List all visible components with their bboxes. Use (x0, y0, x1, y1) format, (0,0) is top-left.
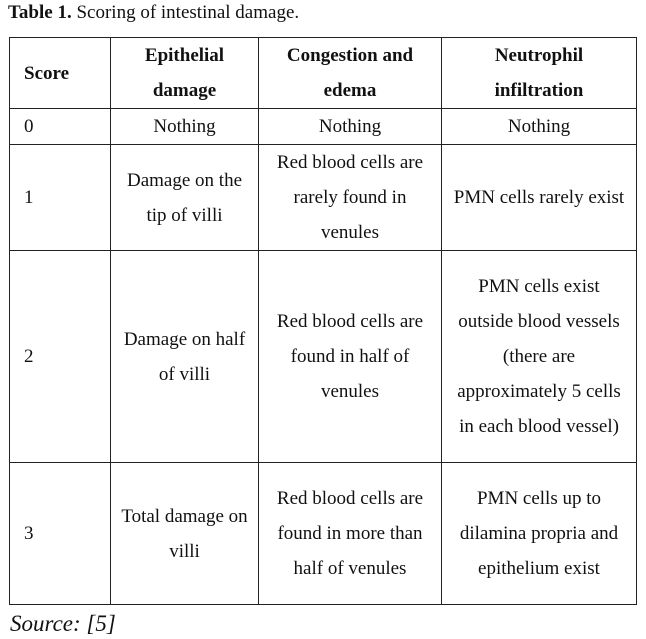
table-row: 0 Nothing Nothing Nothing (9, 108, 637, 145)
header-score: Score (9, 37, 111, 109)
scoring-table: Score Epithelial damage Congestion and e… (9, 37, 637, 605)
table-row: 3 Total damage on villi Red blood cells … (9, 462, 637, 605)
cell-epithelial-damage: Total damage on villi (110, 462, 259, 605)
table-caption-text: Scoring of intestinal damage. (76, 2, 300, 23)
table-row: 1 Damage on the tip of villi Red blood c… (9, 144, 637, 251)
table-row: 2 Damage on half of villi Red blood cell… (9, 250, 637, 463)
table-caption: Table 1. Scoring of intestinal damage. (8, 2, 299, 24)
table-caption-label: Table 1. (8, 2, 72, 23)
cell-neutrophil-infiltration: PMN cells exist outside blood vessels (t… (441, 250, 637, 463)
cell-score: 1 (9, 144, 111, 251)
cell-neutrophil-infiltration: Nothing (441, 108, 637, 145)
cell-epithelial-damage: Nothing (110, 108, 259, 145)
cell-congestion-edema: Nothing (258, 108, 442, 145)
cell-score: 0 (9, 108, 111, 145)
cell-epithelial-damage: Damage on the tip of villi (110, 144, 259, 251)
source-citation: Source: [5] (10, 611, 116, 636)
header-neutrophil-infiltration: Neutrophil infiltration (441, 37, 637, 109)
table-header-row: Score Epithelial damage Congestion and e… (9, 37, 637, 109)
cell-epithelial-damage: Damage on half of villi (110, 250, 259, 463)
header-congestion-edema: Congestion and edema (258, 37, 442, 109)
cell-score: 3 (9, 462, 111, 605)
cell-score: 2 (9, 250, 111, 463)
cell-neutrophil-infiltration: PMN cells rarely exist (441, 144, 637, 251)
cell-congestion-edema: Red blood cells are found in more than h… (258, 462, 442, 605)
cell-neutrophil-infiltration: PMN cells up to dilamina propria and epi… (441, 462, 637, 605)
cell-congestion-edema: Red blood cells are found in half of ven… (258, 250, 442, 463)
header-epithelial-damage: Epithelial damage (110, 37, 259, 109)
cell-congestion-edema: Red blood cells are rarely found in venu… (258, 144, 442, 251)
